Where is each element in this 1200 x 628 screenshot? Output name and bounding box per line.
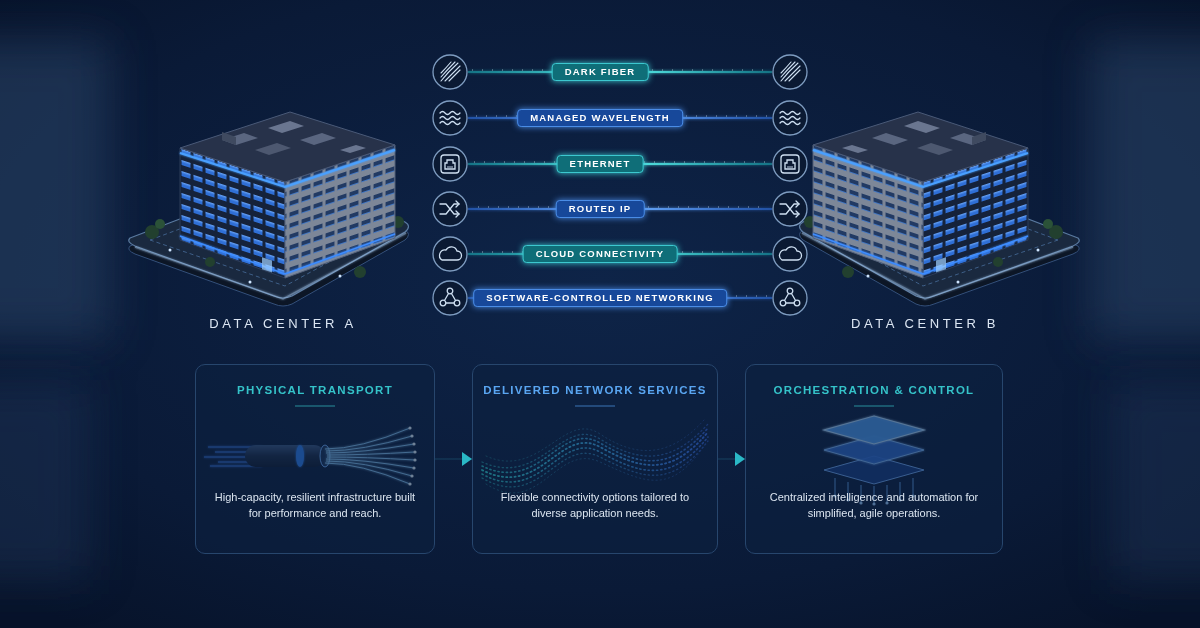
service-pill: ROUTED IP: [556, 200, 645, 218]
data-center: DATA CENTER A: [143, 314, 423, 334]
service-icons: [773, 192, 807, 226]
service-icons: [433, 281, 467, 315]
service-pill: ETHERNET: [557, 155, 644, 173]
service-name: DARK FIBER: [565, 66, 636, 78]
service-icons: [773, 101, 807, 135]
service-name: MANAGED WAVELENGTH: [530, 112, 670, 124]
side-glow: [1090, 40, 1200, 340]
service-icons: [433, 147, 467, 181]
stage-panel: DELIVERED NETWORK SERVICES Flexible conne…: [472, 364, 718, 554]
service-icons: [433, 192, 467, 226]
flow-arrow: [435, 459, 472, 460]
data-center-b-building: [800, 112, 1080, 306]
service-icons: [773, 147, 807, 181]
service-name: CLOUD CONNECTIVITY: [536, 248, 665, 260]
service-pill: SOFTWARE-CONTROLLED NETWORKING: [473, 289, 727, 307]
data-center: DATA CENTER B: [785, 314, 1065, 334]
panel-body: Flexible connectivity options tailored t…: [485, 489, 705, 521]
service-name: ROUTED IP: [569, 203, 632, 215]
stage-panel: ORCHESTRATION & CONTROL Centralized intel…: [745, 364, 1003, 554]
service-icons: [433, 55, 467, 89]
service-name: ETHERNET: [570, 158, 631, 170]
stage-panel: PHYSICAL TRANSPORT High-capacity, resilie…: [195, 364, 435, 554]
panel-heading: ORCHESTRATION & CONTROL: [750, 382, 998, 398]
service-icons: [433, 55, 807, 315]
service-lines: [468, 72, 772, 298]
side-glow: [0, 380, 90, 580]
service-icons: [433, 237, 467, 271]
service-pill: DARK FIBER: [552, 63, 649, 81]
panel-body: Centralized intelligence and automation …: [758, 489, 990, 521]
panel-heading: DELIVERED NETWORK SERVICES: [477, 382, 713, 398]
data-center-label: DATA CENTER A: [143, 314, 423, 334]
side-glow: [0, 40, 1200, 580]
service-icons: [433, 101, 467, 135]
flow-arrow: [718, 459, 745, 460]
service-pill: CLOUD CONNECTIVITY: [523, 245, 678, 263]
service-icons: [773, 237, 807, 271]
line-sparkle: [472, 70, 768, 296]
service-icons: [773, 55, 807, 89]
side-glow: [1110, 380, 1200, 580]
side-glow: [0, 40, 110, 340]
data-center-a-building: [129, 112, 409, 306]
service-pill: MANAGED WAVELENGTH: [517, 109, 683, 127]
data-center-label: DATA CENTER B: [785, 314, 1065, 334]
panel-heading: PHYSICAL TRANSPORT: [200, 382, 430, 398]
service-icons: [773, 281, 807, 315]
panel-body: High-capacity, resilient infrastructure …: [208, 489, 422, 521]
service-name: SOFTWARE-CONTROLLED NETWORKING: [486, 292, 714, 304]
